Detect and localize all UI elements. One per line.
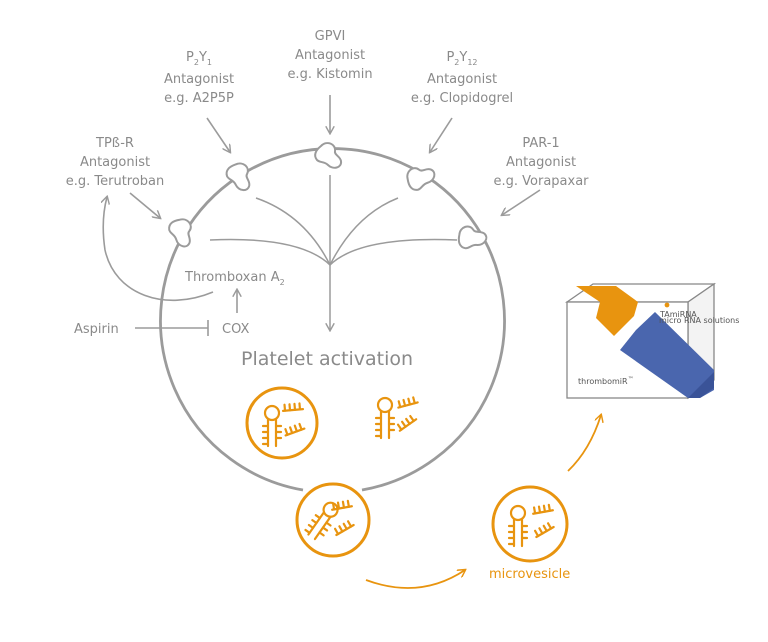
mirna-hairpin-icon-free <box>374 395 419 440</box>
brand-logo-icon <box>664 302 670 308</box>
kit-tagline: micro RNA solutions <box>659 316 739 325</box>
svg-text:e.g. Terutroban: e.g. Terutroban <box>66 174 165 189</box>
receptor-icon-par1 <box>451 218 490 257</box>
svg-text:Antagonist: Antagonist <box>80 155 150 170</box>
aspirin-label: Aspirin <box>74 322 119 337</box>
p2y12-label: P2Y12 Antagonist e.g. Clopidogrel <box>411 50 513 106</box>
svg-text:Antagonist: Antagonist <box>427 72 497 87</box>
kit-brand: TAmiRNA <box>659 310 697 319</box>
platelet-membrane <box>159 147 506 492</box>
svg-text:PAR-1: PAR-1 <box>522 136 559 151</box>
svg-text:Antagonist: Antagonist <box>295 48 365 63</box>
microvesicle-label: microvesicle <box>489 567 570 582</box>
platelet-activation-label: Platelet activation <box>241 348 413 370</box>
mirna-vesicle-inside <box>245 386 319 460</box>
thromboxan-label: Thromboxan A2 <box>184 270 285 287</box>
signal-lines <box>209 175 458 330</box>
p2y1-label: P2Y1 Antagonist e.g. A2P5P <box>164 50 234 106</box>
svg-text:e.g. A2P5P: e.g. A2P5P <box>164 91 234 106</box>
inhibition-icon <box>135 320 209 336</box>
budding-microvesicle <box>295 482 371 558</box>
released-microvesicle <box>491 485 569 563</box>
par1-label: PAR-1 Antagonist e.g. Vorapaxar <box>493 136 589 189</box>
kit-product-name: thrombomiR™ <box>578 376 634 386</box>
svg-text:P2Y1: P2Y1 <box>186 50 212 67</box>
svg-text:e.g. Kistomin: e.g. Kistomin <box>287 67 372 82</box>
tp-r-label: TPß-R Antagonist e.g. Terutroban <box>66 136 165 189</box>
svg-text:e.g. Clopidogrel: e.g. Clopidogrel <box>411 91 513 106</box>
orange-arrows <box>365 415 601 589</box>
kit-box-icon: TAmiRNA micro RNA solutions thrombomiR™ <box>564 282 739 400</box>
svg-text:Antagonist: Antagonist <box>164 72 234 87</box>
antagonist-arrows <box>103 95 541 313</box>
cox-label: COX <box>222 322 249 337</box>
svg-text:e.g. Vorapaxar: e.g. Vorapaxar <box>493 174 589 189</box>
receptor-icon-p2y1 <box>221 158 257 193</box>
receptor-icon-gpvi <box>314 142 343 169</box>
gpvi-label: GPVI Antagonist e.g. Kistomin <box>287 29 372 82</box>
svg-text:P2Y12: P2Y12 <box>446 50 477 67</box>
svg-text:TPß-R: TPß-R <box>95 136 134 151</box>
svg-text:GPVI: GPVI <box>315 29 346 44</box>
svg-text:Antagonist: Antagonist <box>506 155 576 170</box>
